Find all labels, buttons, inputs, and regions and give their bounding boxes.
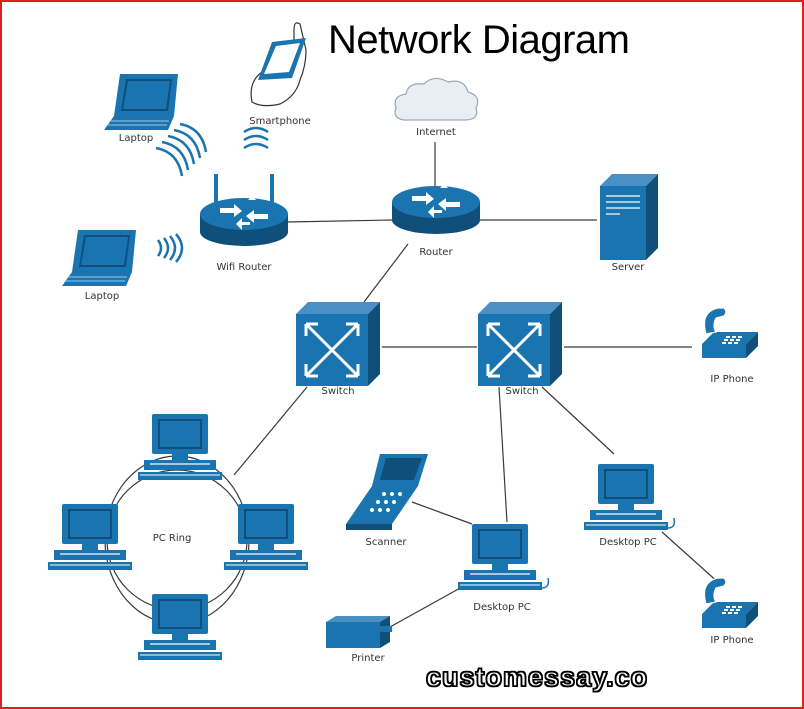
switch-right-label: Switch	[505, 386, 539, 397]
laptop-icon	[103, 73, 179, 131]
server-icon	[600, 174, 658, 260]
scanner-icon	[346, 454, 428, 530]
laptop-top-label: Laptop	[118, 133, 154, 144]
ip-phone-icon	[701, 307, 759, 359]
wifi-router-label: Wifi Router	[216, 262, 272, 273]
wifi-router-icon	[200, 174, 288, 246]
desktop-pc-icon	[458, 524, 542, 590]
router-label: Router	[419, 247, 453, 258]
router-icon	[392, 184, 480, 234]
desktop-pc-right-label: Desktop PC	[599, 537, 657, 548]
smartphone-icon	[250, 22, 307, 107]
internet-cloud-icon	[394, 77, 479, 121]
pc-ring-computer-icon	[224, 504, 308, 570]
switch-left-label: Switch	[321, 386, 355, 397]
internet-label: Internet	[416, 127, 456, 138]
ip-phone-bottom-label: IP Phone	[710, 635, 754, 646]
pc-ring-computer-icon	[138, 594, 222, 660]
scanner-label: Scanner	[365, 537, 407, 548]
pc-ring-computer-icon	[48, 504, 132, 570]
server-label: Server	[611, 262, 645, 273]
switch-icon	[294, 300, 382, 388]
printer-label: Printer	[351, 653, 385, 664]
smartphone-label: Smartphone	[249, 116, 311, 127]
laptop-bottom-label: Laptop	[84, 291, 120, 302]
diagram-title: Network Diagram	[328, 18, 630, 62]
watermark: customessay.co	[425, 661, 649, 693]
ip-phone-top-label: IP Phone	[710, 374, 754, 385]
desktop-pc-center-label: Desktop PC	[473, 602, 531, 613]
printer-icon	[326, 616, 392, 648]
ip-phone-icon	[701, 577, 759, 629]
desktop-pc-icon	[584, 464, 668, 530]
pc-ring-label: PC Ring	[152, 533, 192, 544]
switch-icon	[476, 300, 564, 388]
laptop-icon	[61, 229, 137, 287]
